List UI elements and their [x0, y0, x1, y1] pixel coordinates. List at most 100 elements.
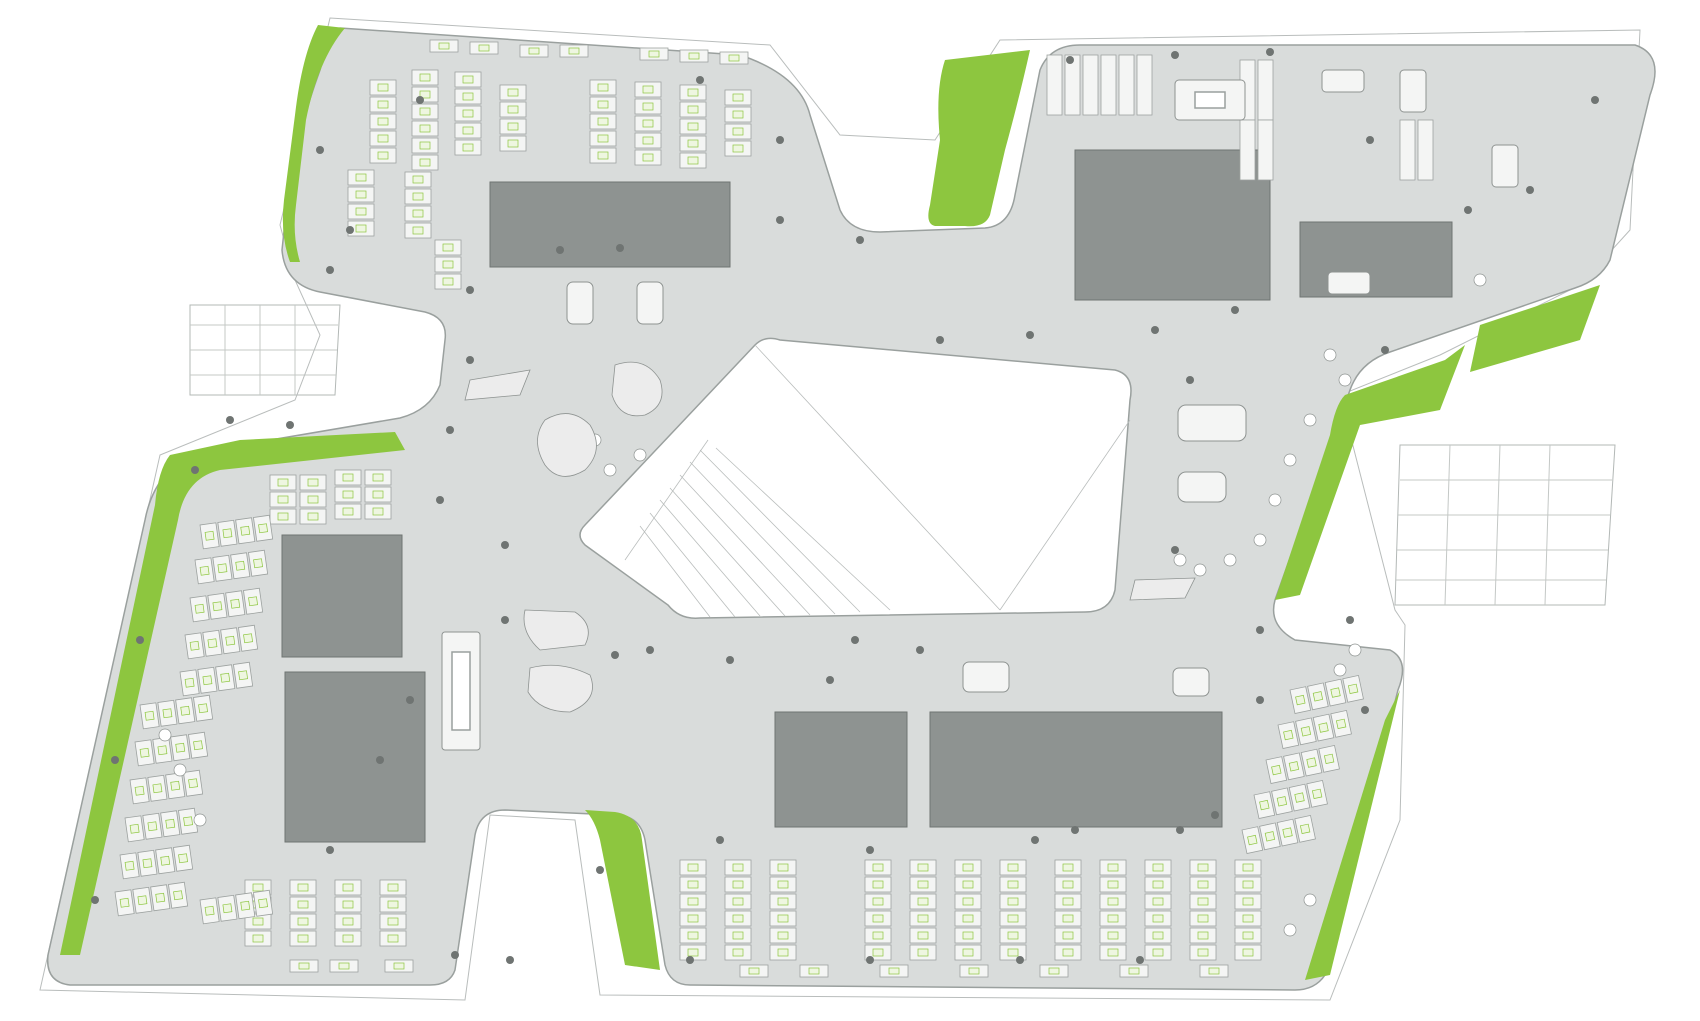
desk-bank	[269, 474, 297, 525]
column	[826, 676, 834, 684]
desk-bank	[1189, 859, 1217, 961]
chair	[1223, 553, 1237, 567]
column	[1176, 826, 1184, 834]
lounge-cluster-1	[537, 413, 597, 477]
column	[1256, 696, 1264, 704]
column	[446, 426, 454, 434]
column	[686, 956, 694, 964]
desk-row	[179, 661, 254, 697]
column	[936, 336, 944, 344]
desk-row	[1399, 119, 1434, 181]
desk-row	[189, 587, 264, 623]
desk-bank	[334, 879, 362, 947]
meeting-table-atrium-1	[1177, 404, 1247, 442]
lounge-cluster-5	[464, 369, 531, 401]
column	[191, 466, 199, 474]
chair	[1338, 373, 1352, 387]
column	[376, 756, 384, 764]
desk-bank	[679, 859, 707, 961]
desk-row	[134, 731, 209, 767]
terrace-west	[189, 304, 341, 396]
meeting-rooms	[441, 69, 1519, 751]
desk-bank	[769, 859, 797, 961]
desk-bank	[369, 79, 397, 164]
column	[856, 236, 864, 244]
chair	[1303, 413, 1317, 427]
column	[316, 146, 324, 154]
desk-bank	[634, 81, 662, 166]
core-far-east	[1299, 221, 1453, 298]
structural-columns	[91, 48, 1599, 964]
desk-row	[1265, 744, 1340, 784]
desk-row	[1277, 709, 1352, 749]
chair	[173, 763, 187, 777]
perimeter-desk	[719, 51, 749, 65]
column	[406, 696, 414, 704]
perimeter-desk	[519, 44, 549, 58]
desk-bank	[411, 69, 439, 171]
desk-row	[184, 624, 259, 660]
perimeter-desk	[289, 959, 319, 973]
column	[1026, 331, 1034, 339]
column	[1151, 326, 1159, 334]
column	[416, 96, 424, 104]
chair	[1348, 643, 1362, 657]
desk-bank	[404, 171, 432, 239]
column	[1256, 626, 1264, 634]
column	[1016, 956, 1024, 964]
meeting-table-nw-2	[636, 281, 664, 325]
desk-bank	[909, 859, 937, 961]
column	[1464, 206, 1472, 214]
desk-bank	[589, 79, 617, 164]
green-planter-northeast	[1470, 285, 1600, 372]
column	[596, 866, 604, 874]
perimeter-desk	[1199, 964, 1229, 978]
desk-bank	[289, 879, 317, 947]
column	[611, 651, 619, 659]
column	[851, 636, 859, 644]
lounge-clusters	[464, 361, 1196, 713]
perimeter-desk	[384, 959, 414, 973]
perimeter-desk	[469, 41, 499, 55]
desk-bank	[364, 469, 392, 520]
green-planters	[60, 25, 1600, 980]
green-planter-east-lower	[1305, 690, 1400, 980]
core-south-east	[929, 711, 1223, 828]
chair	[1333, 663, 1347, 677]
column	[646, 646, 654, 654]
green-planter-west	[60, 432, 405, 955]
desk-row	[129, 769, 204, 805]
perimeter-desk	[679, 49, 709, 63]
desk-row	[1239, 119, 1274, 181]
chair	[1268, 493, 1282, 507]
column	[696, 76, 704, 84]
column	[1136, 956, 1144, 964]
column	[326, 846, 334, 854]
desk-row	[124, 807, 199, 843]
column	[916, 646, 924, 654]
perimeter-desk	[639, 47, 669, 61]
meeting-table-nw-1	[566, 281, 594, 325]
column	[556, 246, 564, 254]
desk-bank	[679, 84, 707, 169]
meeting-table-north	[1174, 79, 1246, 121]
column	[501, 541, 509, 549]
desk-bank	[999, 859, 1027, 961]
column	[226, 416, 234, 424]
column	[1171, 51, 1179, 59]
desk-row	[194, 549, 269, 585]
desk-bank	[347, 169, 375, 237]
desk-bank	[454, 71, 482, 156]
column	[466, 356, 474, 364]
column	[1171, 546, 1179, 554]
column	[866, 956, 874, 964]
perimeter-desk	[799, 964, 829, 978]
meeting-table-ne-4	[1327, 271, 1371, 295]
perimeter-desk	[429, 39, 459, 53]
core-west-upper	[281, 534, 403, 658]
column	[1381, 346, 1389, 354]
column	[1346, 616, 1354, 624]
column	[326, 266, 334, 274]
desk-bank	[954, 859, 982, 961]
desk-row	[199, 514, 274, 550]
